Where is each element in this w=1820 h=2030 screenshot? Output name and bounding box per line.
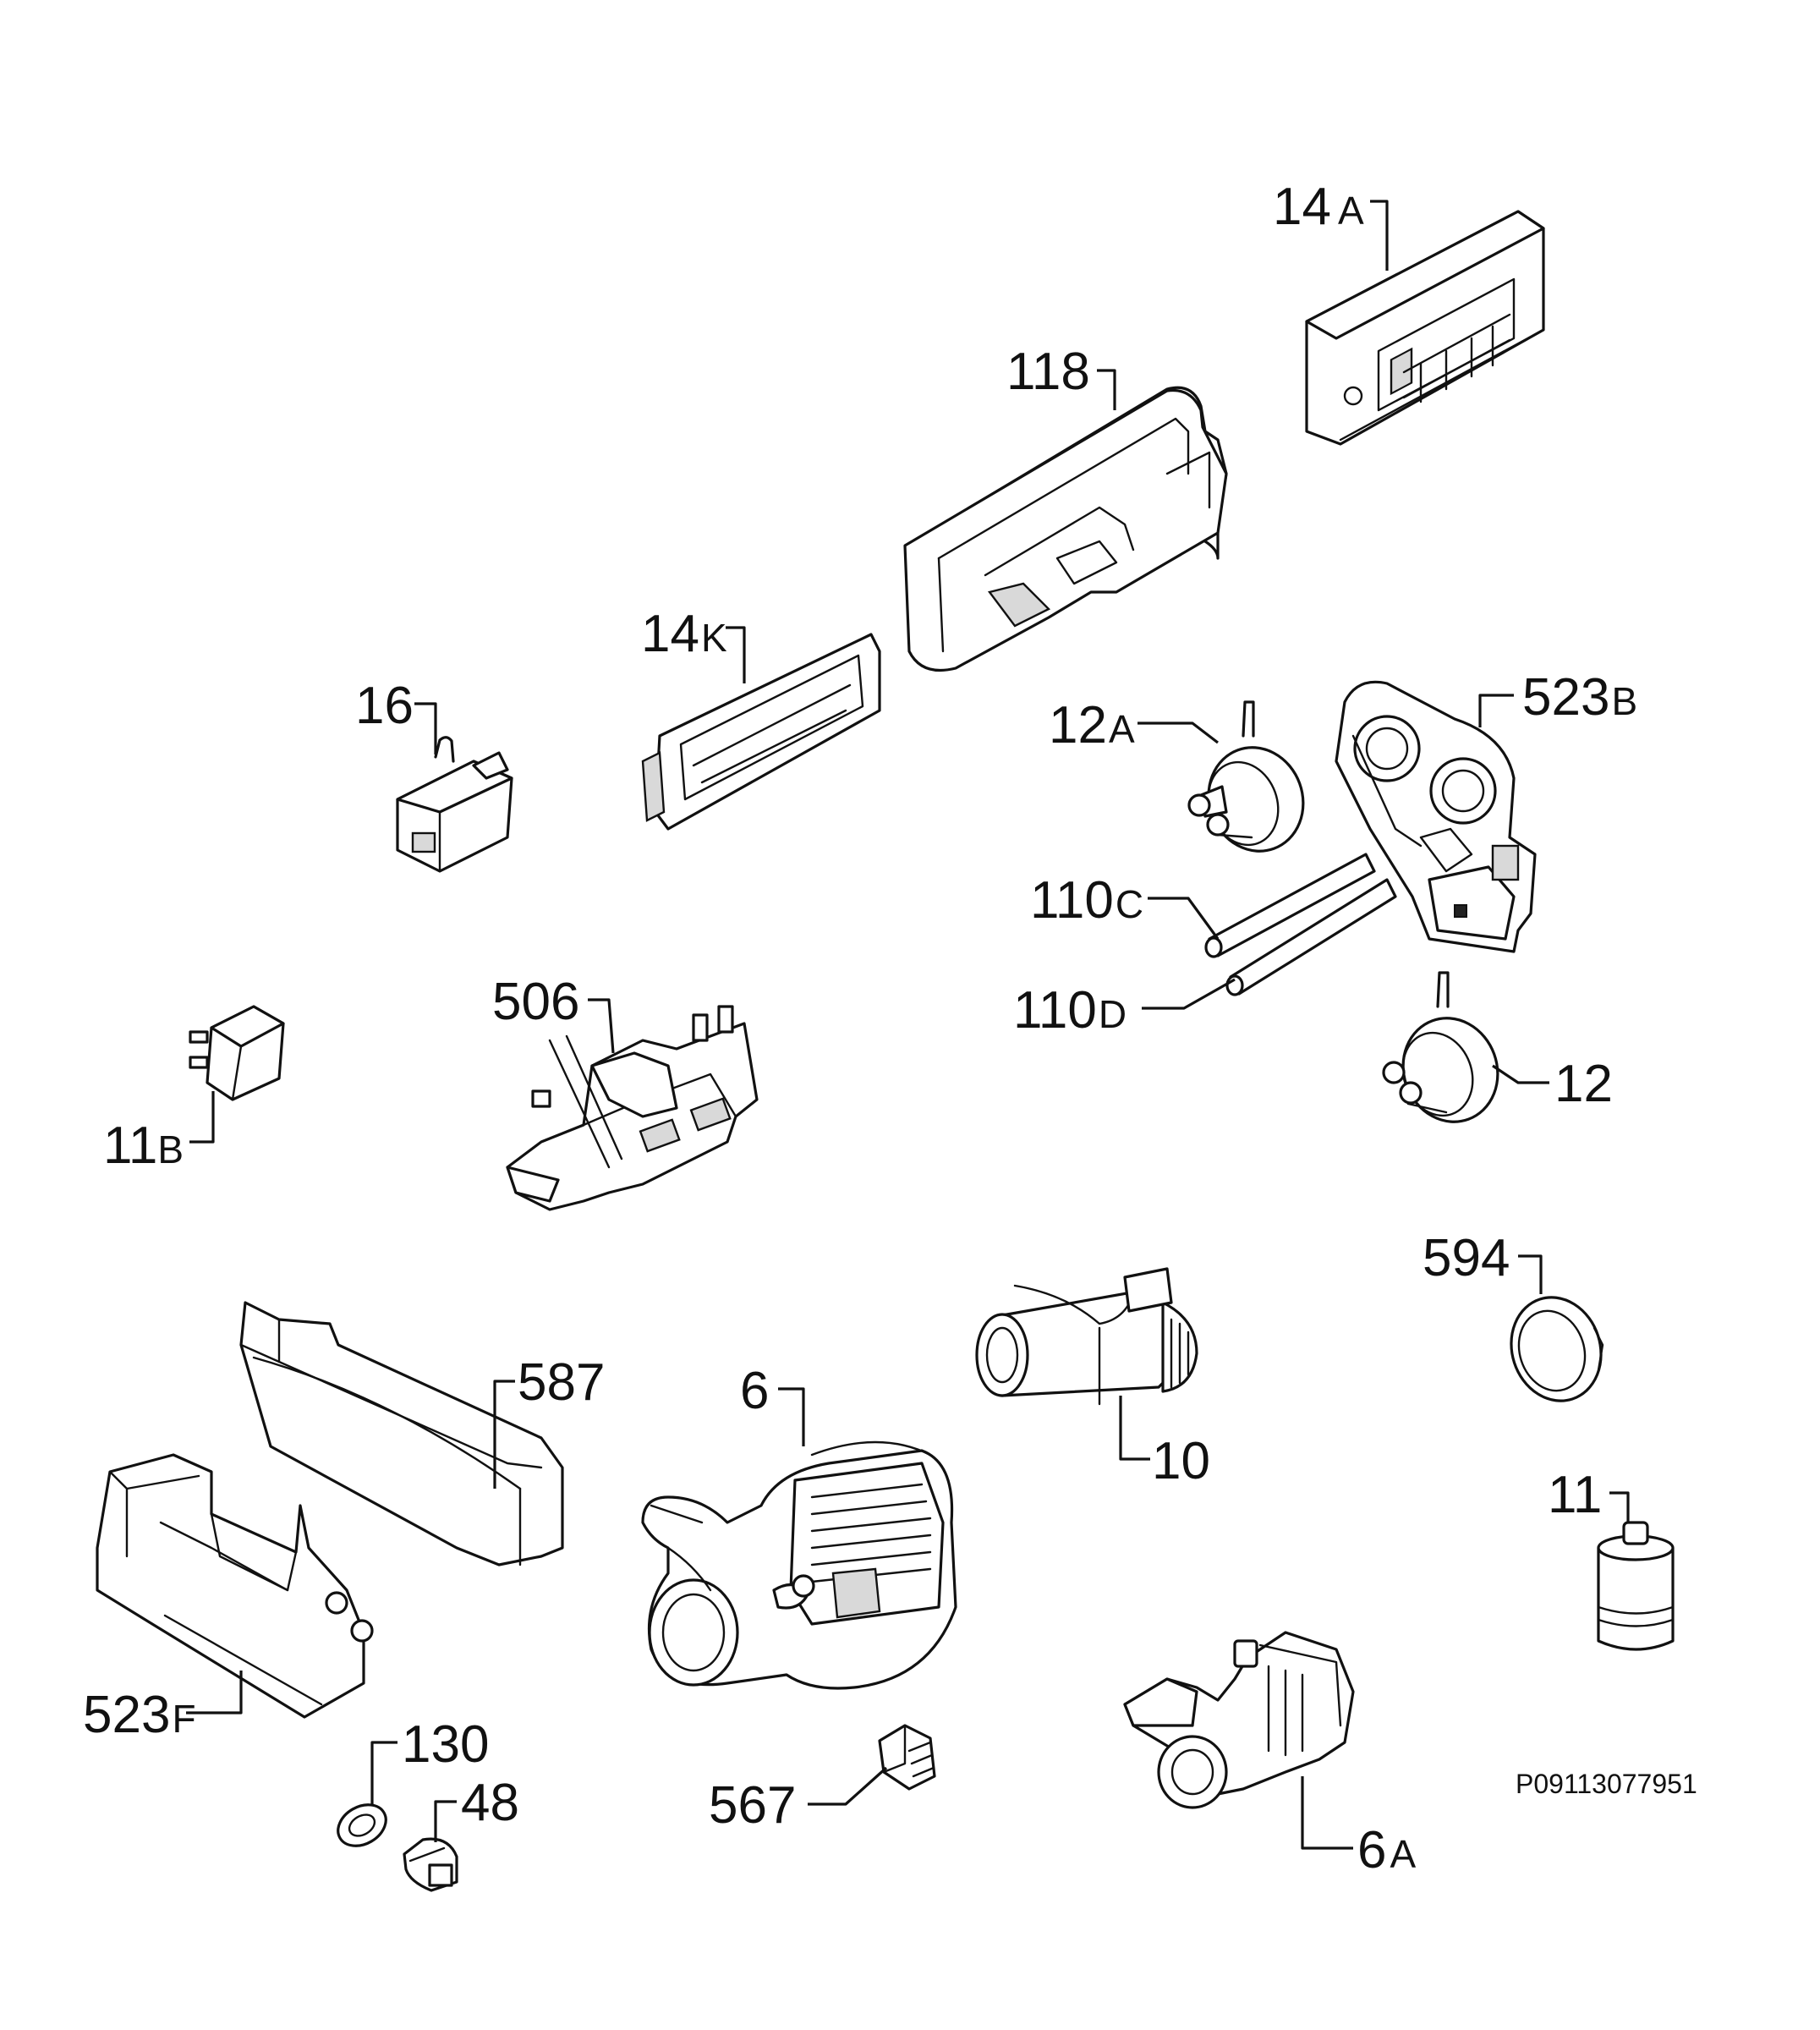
circulation-pump-icon <box>641 1440 957 1690</box>
grommet-icon <box>1510 1296 1604 1402</box>
display-board-icon <box>641 633 881 831</box>
callout-12a-number: 12 <box>1049 696 1107 754</box>
callout-48-number: 48 <box>461 1774 519 1832</box>
callout-6: 6 <box>740 1362 769 1420</box>
door-switch-icon <box>396 736 513 873</box>
callout-110c-number: 110 <box>1030 871 1114 930</box>
cover-icon <box>239 1301 564 1566</box>
capacitor-icon <box>1597 1521 1675 1651</box>
callout-587: 587 <box>518 1353 605 1412</box>
callout-6a: 6A <box>1357 1821 1416 1879</box>
callout-594: 594 <box>1423 1229 1510 1287</box>
callout-14k-suffix: K <box>701 616 727 660</box>
pressure-switch-icon <box>1382 971 1499 1123</box>
callout-10-number: 10 <box>1152 1432 1210 1490</box>
callout-587-number: 587 <box>518 1353 605 1412</box>
callout-6a-suffix: A <box>1390 1832 1416 1876</box>
heater-icon <box>975 1267 1198 1406</box>
callout-16: 16 <box>355 677 414 735</box>
callout-6a-number: 6 <box>1357 1821 1386 1879</box>
callout-130-number: 130 <box>402 1715 489 1774</box>
electronic-module-icon <box>903 386 1228 672</box>
seal-ring-icon <box>337 1803 387 1847</box>
callout-12a: 12A <box>1049 696 1135 754</box>
callout-6-number: 6 <box>740 1362 769 1420</box>
callout-110d-suffix: D <box>1099 992 1127 1036</box>
callout-11b-number: 11 <box>103 1116 157 1175</box>
callout-523b-suffix: B <box>1611 679 1637 723</box>
callout-523b: 523B <box>1522 668 1637 727</box>
callout-567-number: 567 <box>709 1776 796 1835</box>
callout-118: 118 <box>1006 343 1090 401</box>
callout-506-number: 506 <box>492 973 579 1031</box>
callout-48: 48 <box>461 1774 519 1832</box>
callout-110d-number: 110 <box>1013 981 1097 1040</box>
hose-icon <box>1204 853 1376 958</box>
drain-pump-icon <box>1123 1631 1355 1809</box>
pressure-switch-icon <box>1187 700 1305 853</box>
callout-11: 11 <box>1548 1466 1602 1524</box>
relay-icon <box>189 1005 285 1101</box>
callout-10: 10 <box>1152 1432 1210 1490</box>
callout-567: 567 <box>709 1776 796 1835</box>
callout-110d: 110D <box>1013 981 1127 1040</box>
callout-118-number: 118 <box>1006 343 1090 401</box>
clip-icon <box>878 1724 936 1791</box>
plug-icon <box>403 1837 458 1892</box>
callout-12-number: 12 <box>1554 1055 1613 1113</box>
callout-14k: 14K <box>641 605 727 663</box>
callout-14a-number: 14 <box>1273 178 1331 236</box>
callout-11-number: 11 <box>1548 1466 1602 1524</box>
callout-14k-number: 14 <box>641 605 699 663</box>
control-board-icon <box>506 1005 759 1211</box>
callout-523f: 523F <box>83 1686 196 1744</box>
callout-12a-suffix: A <box>1109 707 1135 751</box>
callout-594-number: 594 <box>1423 1229 1510 1287</box>
callout-14a-suffix: A <box>1338 189 1364 233</box>
support-bracket-icon <box>96 1453 374 1719</box>
callout-506: 506 <box>492 973 579 1031</box>
pressure-chamber-icon <box>1335 680 1537 953</box>
callout-523f-number: 523 <box>83 1686 170 1744</box>
control-panel-icon <box>1305 210 1545 446</box>
callout-16-number: 16 <box>355 677 414 735</box>
callout-523f-suffix: F <box>172 1697 195 1741</box>
callout-110c-suffix: C <box>1116 882 1143 926</box>
callout-523b-number: 523 <box>1522 668 1609 727</box>
callout-11b-suffix: B <box>157 1127 184 1171</box>
leader-lines <box>186 200 1630 1850</box>
callout-12: 12 <box>1554 1055 1613 1113</box>
diagram-code: P09113077951 <box>1516 1769 1697 1799</box>
callout-11b: 11B <box>103 1116 184 1175</box>
callout-110c: 110C <box>1030 871 1143 930</box>
callout-130: 130 <box>402 1715 489 1774</box>
